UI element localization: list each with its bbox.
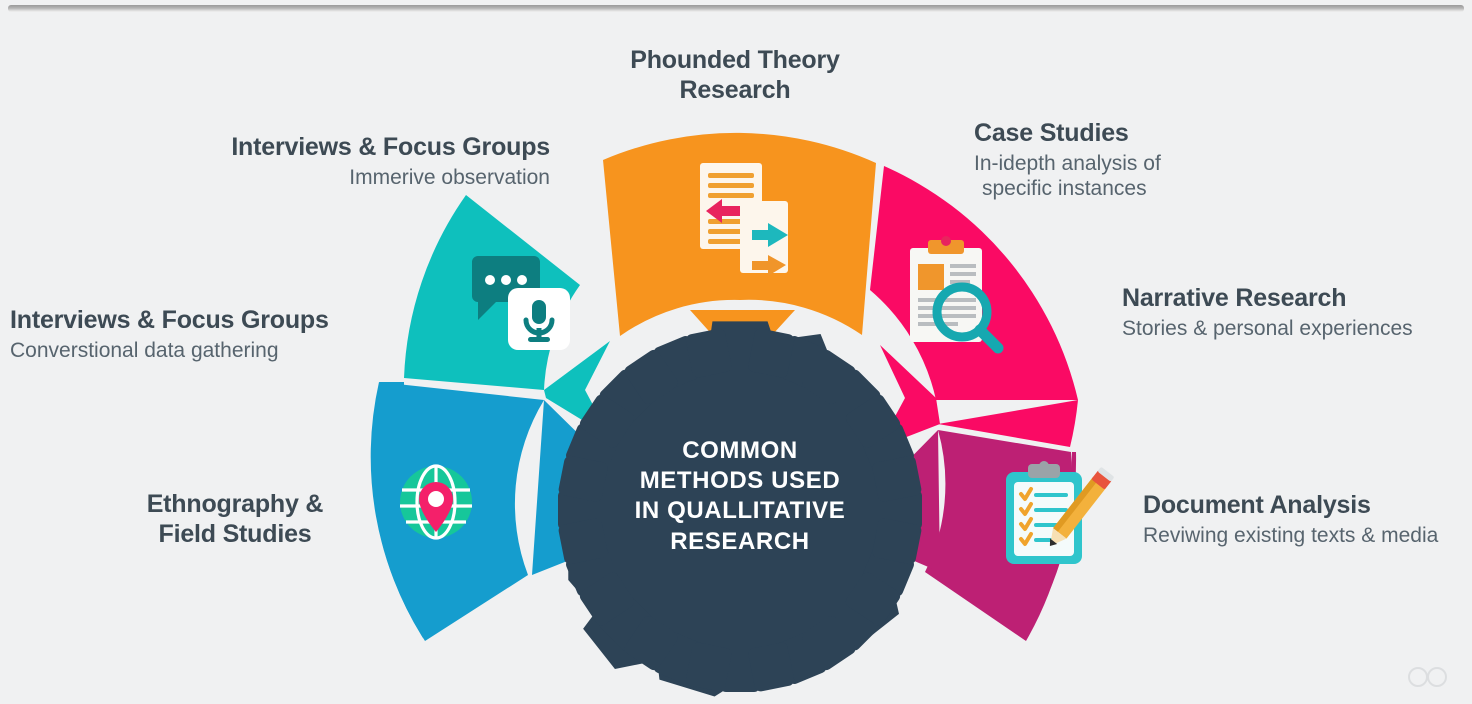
watermark-icon bbox=[1408, 667, 1447, 687]
window-top-bar bbox=[8, 5, 1464, 12]
label-narrative-research-subtitle: Stories & personal experiences bbox=[1122, 316, 1413, 340]
label-ethnography-title2: Field Studies bbox=[158, 519, 312, 548]
document-arrows-icon bbox=[700, 163, 788, 276]
label-case-studies[interactable]: Case Studies In-idepth analysis of speci… bbox=[974, 119, 1294, 202]
globe-pin-icon bbox=[400, 464, 472, 540]
label-case-studies-subtitle: In-idepth analysis of bbox=[974, 151, 1161, 175]
label-grounded-theory-title: Phounded Theory bbox=[630, 46, 840, 74]
label-interviews-upper-left-title: Interviews & Focus Groups bbox=[231, 133, 550, 161]
label-narrative-research-title: Narrative Research bbox=[1122, 284, 1347, 312]
chat-microphone-icon bbox=[472, 256, 570, 350]
clipboard-magnifier-icon bbox=[910, 236, 1004, 354]
label-grounded-theory-title2: Research bbox=[679, 75, 791, 104]
label-ethnography[interactable]: Ethnography & Field Studies bbox=[110, 490, 360, 549]
center-gear bbox=[558, 321, 922, 697]
label-narrative-research[interactable]: Narrative Research Stories & personal ex… bbox=[1122, 284, 1462, 341]
label-interviews-left-subtitle: Converstional data gathering bbox=[10, 338, 279, 362]
label-document-analysis-title: Document Analysis bbox=[1143, 491, 1371, 519]
label-interviews-left[interactable]: Interviews & Focus Groups Converstional … bbox=[10, 306, 370, 363]
label-document-analysis-subtitle: Reviwing existing texts & media bbox=[1143, 523, 1439, 547]
label-interviews-upper-left[interactable]: Interviews & Focus Groups Immerive obser… bbox=[150, 133, 550, 190]
label-interviews-upper-left-subtitle: Immerive observation bbox=[349, 165, 550, 189]
label-case-studies-subtitle2: specific instances bbox=[982, 177, 1147, 201]
label-grounded-theory[interactable]: Phounded Theory Research bbox=[560, 46, 910, 105]
label-ethnography-title: Ethnography & bbox=[146, 490, 324, 518]
label-document-analysis[interactable]: Document Analysis Reviwing existing text… bbox=[1143, 491, 1472, 548]
label-case-studies-title: Case Studies bbox=[974, 119, 1129, 147]
checklist-pencil-icon bbox=[1006, 461, 1114, 564]
label-interviews-left-title: Interviews & Focus Groups bbox=[10, 306, 329, 334]
